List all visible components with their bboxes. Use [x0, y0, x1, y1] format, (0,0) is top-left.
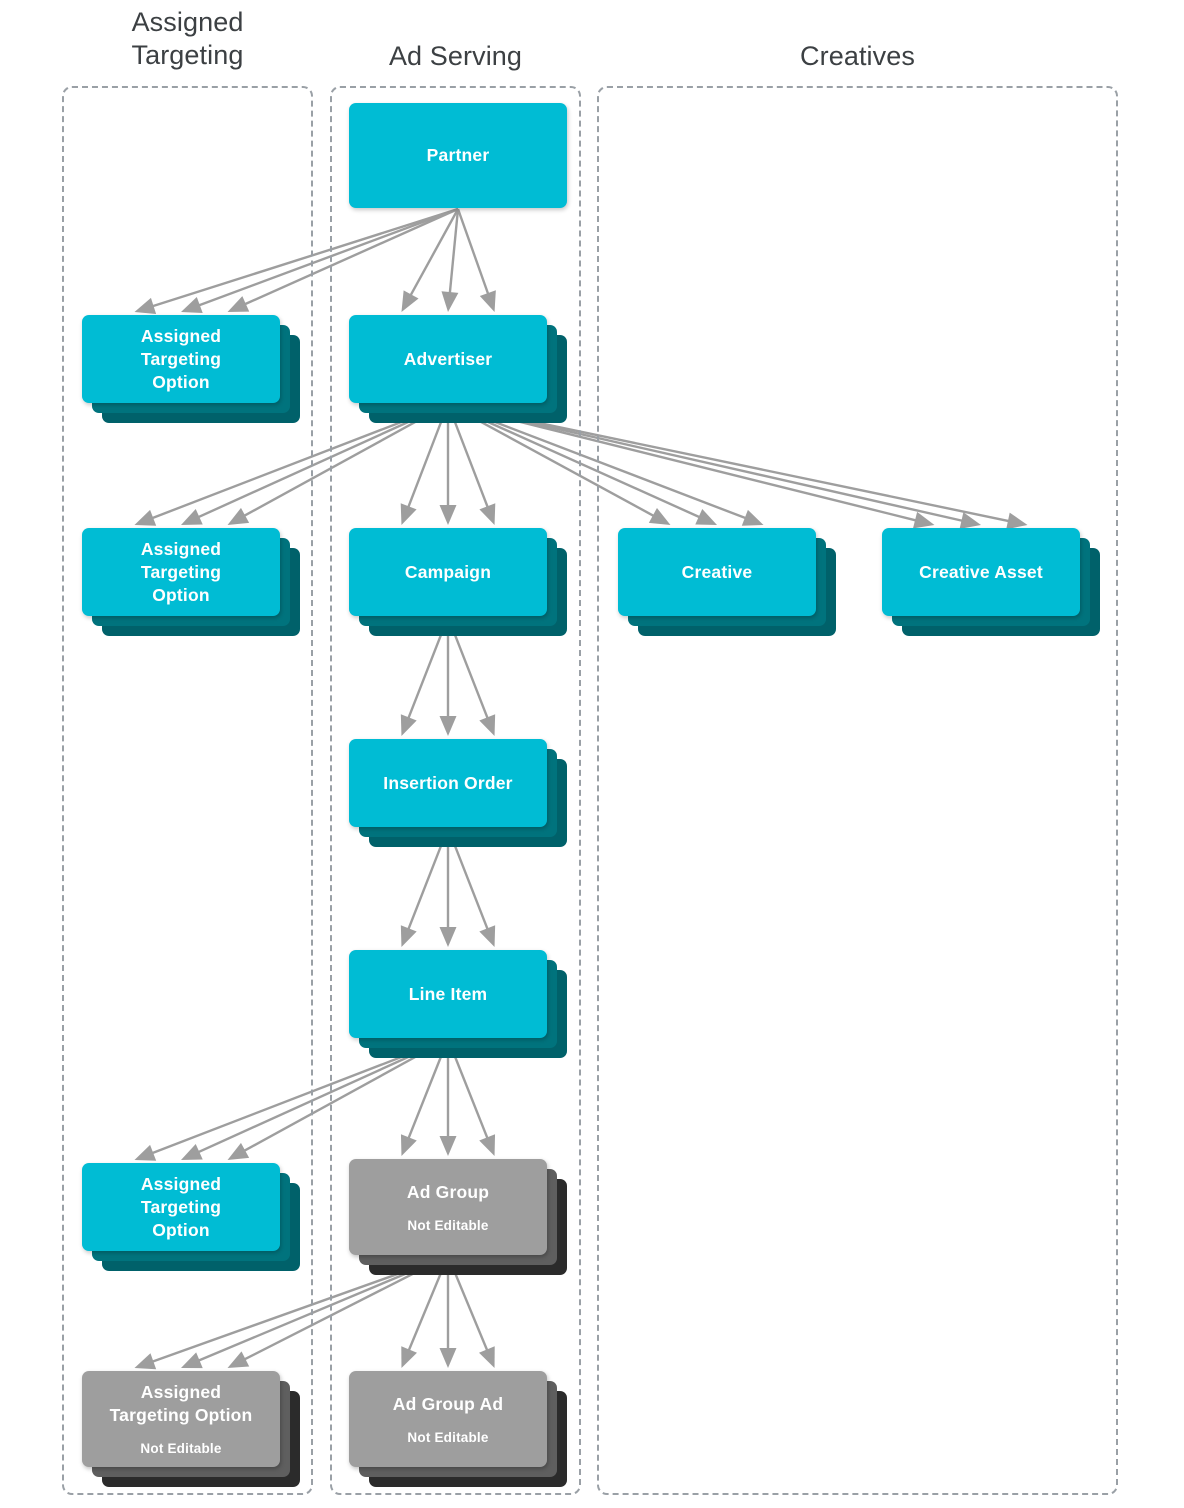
edge-line: [456, 208, 490, 296]
edge-arrowhead: [400, 925, 417, 947]
edge-arrowhead: [439, 1136, 457, 1156]
edge-arrowhead: [227, 1351, 250, 1368]
node-card-creative[interactable]: Creative: [618, 528, 816, 616]
node-card-creative-asset[interactable]: Creative Asset: [882, 528, 1080, 616]
edge-arrowhead: [134, 509, 157, 526]
edge-arrowhead: [441, 291, 459, 312]
edge-arrowhead: [134, 1144, 157, 1161]
node-editability-note: Not Editable: [407, 1217, 489, 1233]
column-header-assigned-targeting: Assigned Targeting: [131, 7, 244, 70]
column-header-ad-serving: Ad Serving: [388, 41, 523, 71]
node-ad-group-ad[interactable]: Ad Group Ad Not Editable: [349, 1371, 569, 1489]
node-label: Assigned Targeting Option: [109, 1382, 253, 1425]
edge-arrowhead: [479, 925, 496, 947]
node-creative-asset[interactable]: Creative Asset: [882, 528, 1102, 638]
edge-arrowhead: [181, 297, 203, 313]
node-card-line-item[interactable]: Line Item: [349, 950, 547, 1038]
edge-line: [243, 207, 459, 306]
edge-arrowhead: [134, 1353, 157, 1370]
node-card-ad-group-ad[interactable]: Ad Group Ad Not Editable: [349, 1371, 547, 1467]
edge-arrowhead: [227, 507, 250, 525]
edge-arrowhead: [227, 1142, 250, 1160]
edge-arrowhead: [400, 714, 417, 736]
edge-arrowhead: [134, 297, 157, 315]
edge-arrowhead: [741, 509, 764, 526]
edge-line: [151, 207, 459, 308]
group-box-assigned-targeting: [62, 86, 313, 1495]
edge-line: [197, 207, 459, 307]
node-label: Partner: [426, 145, 490, 165]
node-assigned-targeting-option-advertiser[interactable]: Assigned Targeting Option: [82, 528, 302, 638]
node-card-assigned-targeting-option-partner[interactable]: Assigned Targeting Option: [82, 315, 280, 403]
edge-arrowhead: [695, 509, 717, 525]
node-label: Creative: [681, 561, 753, 582]
node-label: Line Item: [408, 983, 488, 1004]
node-assigned-targeting-option-partner[interactable]: Assigned Targeting Option: [82, 315, 302, 425]
node-partner[interactable]: Partner: [349, 103, 589, 230]
node-assigned-targeting-option-line-item[interactable]: Assigned Targeting Option: [82, 1163, 302, 1273]
edge-line: [447, 402, 964, 523]
edge-arrowhead: [1006, 512, 1028, 530]
edge-arrowhead: [227, 296, 250, 312]
node-label: Assigned Targeting Option: [140, 538, 222, 605]
node-editability-note: Not Editable: [140, 1441, 222, 1456]
edge-arrowhead: [439, 505, 457, 525]
node-card-advertiser[interactable]: Advertiser: [349, 315, 547, 403]
group-box-ad-serving: [330, 86, 581, 1495]
edge-line: [447, 402, 1011, 523]
node-label: Advertiser: [403, 348, 493, 369]
edge-arrowhead: [648, 507, 671, 525]
node-insertion-order[interactable]: Insertion Order: [349, 739, 569, 849]
edge-arrowhead: [400, 1134, 417, 1156]
edge-arrowhead: [479, 503, 496, 525]
node-label: Ad Group Ad: [392, 1393, 504, 1414]
node-card-assigned-targeting-option-line-item[interactable]: Assigned Targeting Option: [82, 1163, 280, 1251]
edge-arrowhead: [439, 927, 457, 947]
node-advertiser[interactable]: Advertiser: [349, 315, 569, 425]
node-creative[interactable]: Creative: [618, 528, 838, 638]
node-label: Assigned Targeting Option: [140, 1173, 222, 1240]
edge-line: [150, 1037, 449, 1155]
node-card-campaign[interactable]: Campaign: [349, 528, 547, 616]
edge-arrowhead: [439, 716, 457, 736]
edge-arrowhead: [913, 511, 935, 529]
node-label: Campaign: [404, 561, 492, 582]
node-card-assigned-targeting-option-advertiser[interactable]: Assigned Targeting Option: [82, 528, 280, 616]
edge-arrowhead: [181, 509, 203, 525]
edge-arrowhead: [479, 1346, 495, 1368]
node-card-partner[interactable]: Partner: [349, 103, 567, 208]
node-label: Insertion Order: [383, 772, 513, 793]
edge-line: [409, 208, 460, 297]
edge-arrowhead: [400, 503, 417, 525]
edge-arrowhead: [439, 1348, 457, 1368]
edge-arrowhead: [401, 290, 419, 312]
node-label: Assigned Targeting Option: [140, 325, 222, 392]
group-box-creatives: [597, 86, 1118, 1495]
edge-arrowhead: [479, 1134, 496, 1156]
edge-line: [448, 208, 460, 295]
edge-arrowhead: [479, 290, 496, 312]
edge-arrowhead: [401, 1346, 417, 1368]
edge-line: [150, 402, 449, 520]
edge-line: [447, 402, 918, 522]
column-header-creatives: Creatives: [800, 41, 915, 71]
node-campaign[interactable]: Campaign: [349, 528, 569, 638]
edge-arrowhead: [959, 512, 981, 529]
node-editability-note: Not Editable: [407, 1429, 489, 1445]
node-label: Ad Group: [406, 1181, 490, 1202]
edge-arrowhead: [181, 1144, 203, 1160]
node-line-item[interactable]: Line Item: [349, 950, 569, 1060]
node-label: Creative Asset: [919, 561, 1043, 582]
edge-arrowhead: [181, 1352, 203, 1369]
edge-arrowhead: [479, 714, 496, 736]
node-card-insertion-order[interactable]: Insertion Order: [349, 739, 547, 827]
